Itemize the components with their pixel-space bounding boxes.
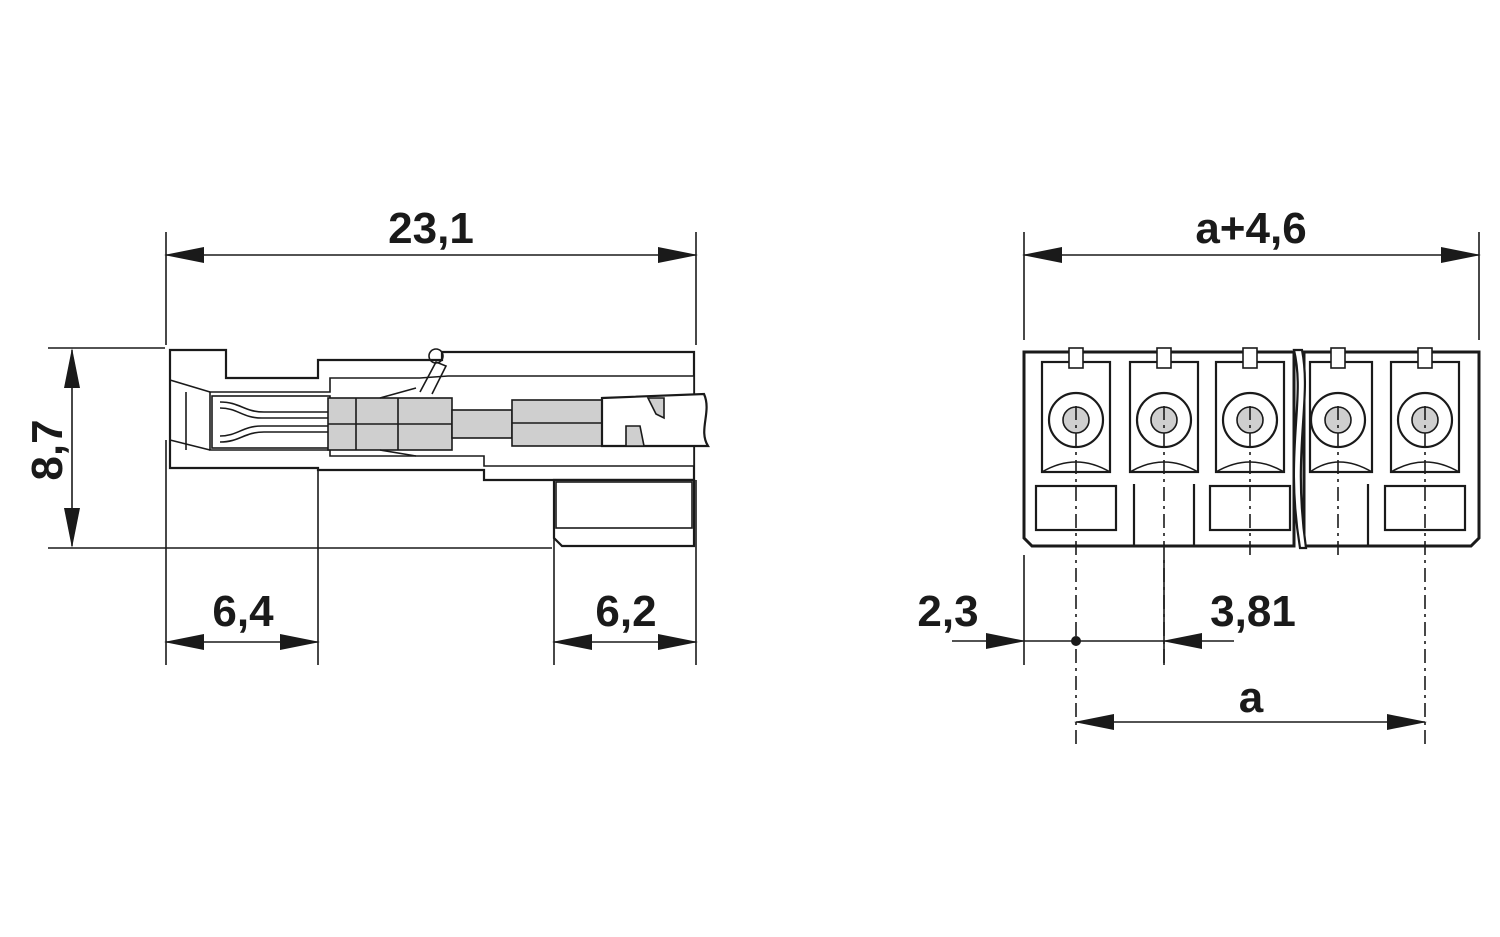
terminal-positions [1034,347,1467,546]
reference-point [1071,636,1081,646]
terminal-position [1308,347,1374,474]
dim-left-section: 6,4 [212,587,274,636]
dim-edge-offset: 2,3 [917,587,978,636]
side-view: 23,1 8,7 6,4 6,2 [23,204,710,665]
dim-span: a [1239,673,1264,722]
dim-right-section: 6,2 [595,587,656,636]
dim-pitch: 3,81 [1210,587,1296,636]
dim-length-total: 23,1 [388,204,474,253]
dim-height: 8,7 [23,419,72,480]
wire-end [600,392,710,448]
terminal-position [1383,347,1467,532]
dim-width-total: a+4,6 [1195,204,1306,253]
spring-contact [211,387,603,457]
front-view: a+4,6 2,3 3,81 a [917,204,1481,746]
